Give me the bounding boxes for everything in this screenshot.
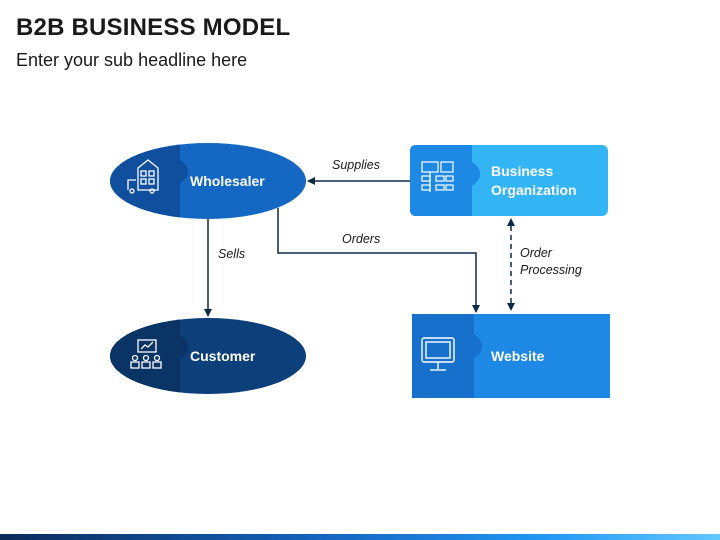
order-processing-label-line2: Processing: [520, 263, 582, 277]
page-title: B2B BUSINESS MODEL: [16, 14, 291, 41]
business-organization-label: Business Organization: [491, 162, 577, 200]
business-organization-label-line2: Organization: [491, 182, 577, 198]
org-chart-icon: [421, 161, 454, 192]
order-processing-label-line1: Order: [520, 246, 552, 260]
orders-label: Orders: [342, 232, 381, 246]
order-processing-arrowhead-up: [507, 218, 515, 226]
website-label: Website: [491, 348, 545, 364]
bottom-accent-bar: [0, 534, 720, 540]
website-node: [412, 314, 610, 398]
monitor-icon: [421, 337, 455, 371]
supplies-label: Supplies: [332, 158, 380, 172]
page-subtitle: Enter your sub headline here: [16, 50, 248, 70]
customer-label: Customer: [190, 348, 256, 364]
business-organization-label-line1: Business: [491, 163, 554, 179]
order-processing-label: Order Processing: [520, 245, 582, 279]
order-processing-arrowhead-down: [507, 303, 515, 311]
business-organization-node: [410, 145, 608, 216]
customers-group-icon: [130, 339, 162, 369]
warehouse-truck-icon: [127, 159, 159, 194]
wholesaler-label: Wholesaler: [190, 173, 265, 189]
sells-label: Sells: [218, 247, 246, 261]
orders-arrow: [277, 208, 480, 313]
